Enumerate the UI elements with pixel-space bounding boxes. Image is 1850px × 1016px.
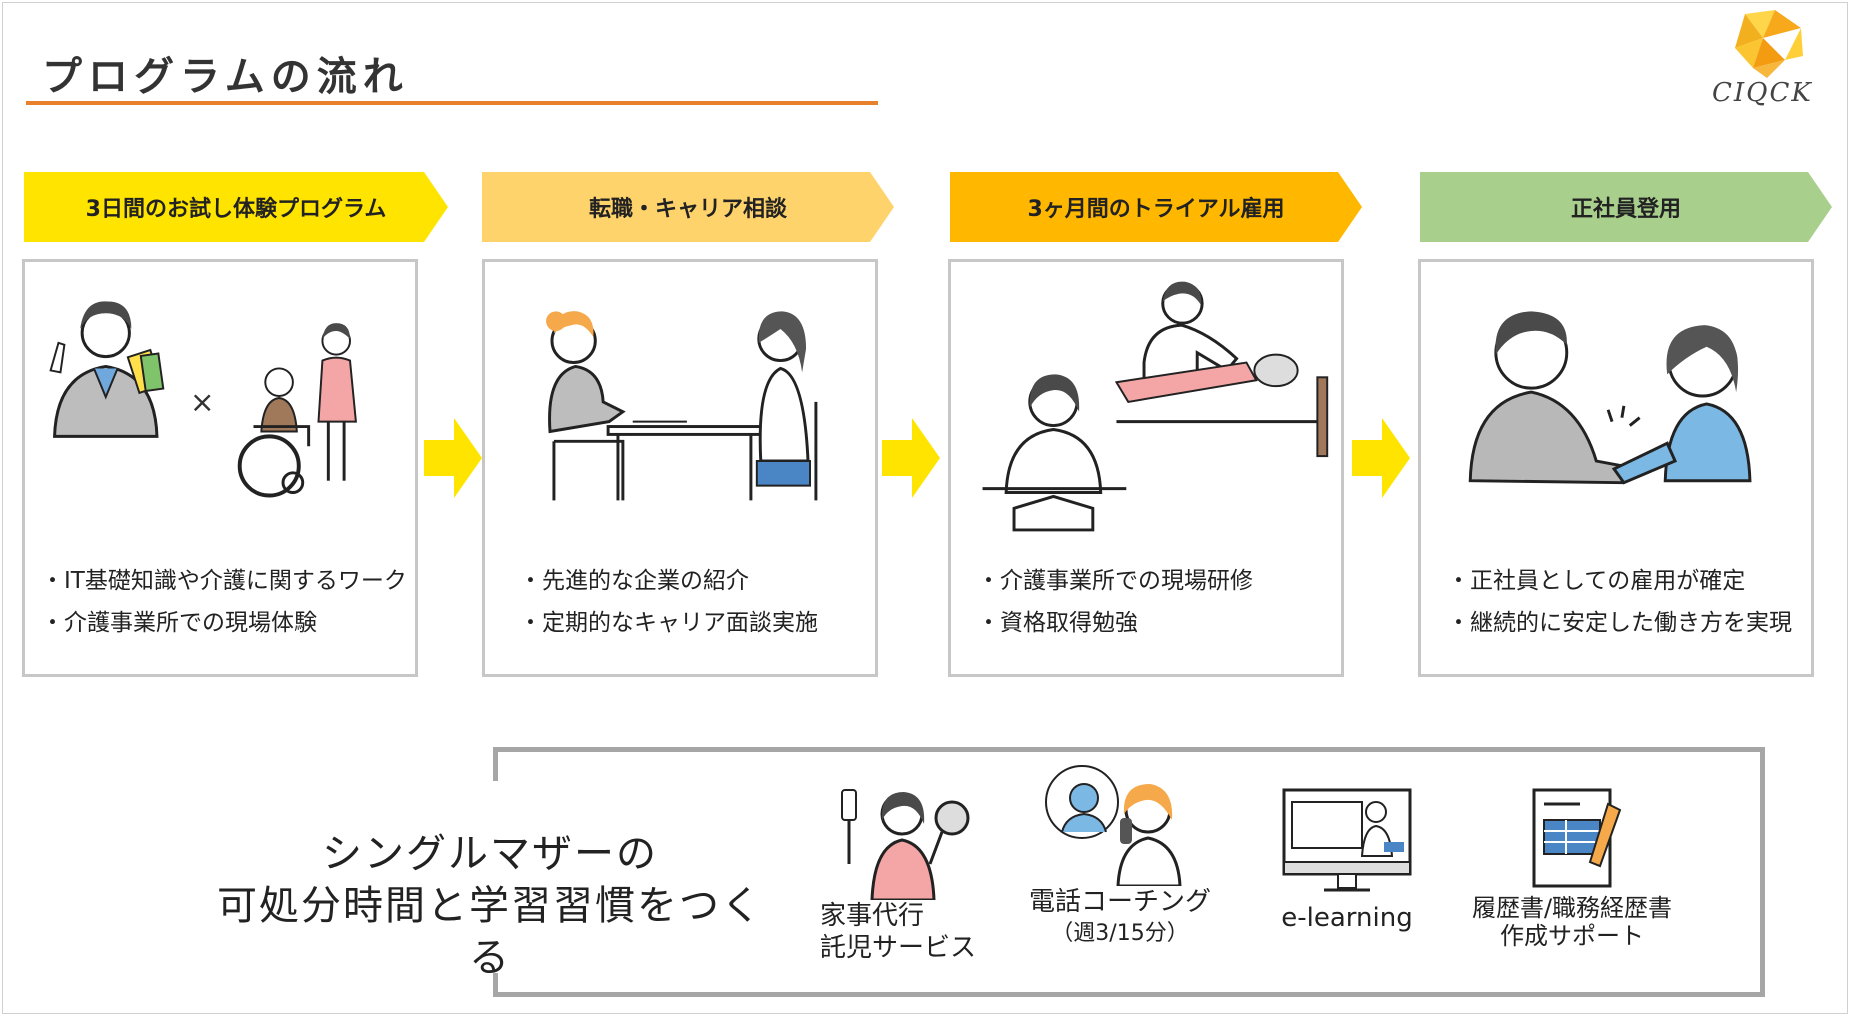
support-item-phone-coaching: 電話コーチング （週3/15分） — [1010, 762, 1230, 950]
teacher-figure-icon — [49, 301, 165, 438]
bullet-item: 資格取得勉強 — [977, 602, 1335, 644]
phone-coaching-icon — [1045, 765, 1182, 886]
support-label: e-learning — [1281, 903, 1413, 933]
support-label: 電話コーチング — [1028, 887, 1211, 917]
support-item-e-learning: e-learning — [1262, 786, 1432, 934]
support-item-resume: 履歴書/職務経歴書 作成サポート — [1462, 786, 1682, 950]
support-label: （週3/15分） — [1051, 921, 1189, 946]
bullet-item: 先進的な企業の紹介 — [519, 560, 869, 602]
times-sign-icon: × — [190, 385, 215, 419]
manager-figure-icon — [1468, 311, 1630, 485]
e-learning-monitor-icon — [1282, 788, 1412, 892]
bullet-item: IT基礎知識や介護に関するワーク — [41, 560, 409, 602]
logo-wordmark: CIQCK — [1712, 78, 1813, 108]
trial-program-illustration: × — [49, 301, 357, 498]
support-label: 履歴書/職務経歴書 — [1471, 894, 1673, 922]
support-item-housework: 家事代行 託児サービス — [810, 780, 990, 964]
support-box-gap — [485, 781, 503, 973]
studying-woman-icon — [982, 374, 1127, 532]
step-banner-trial-program: 3日間のお試し体験プログラム — [24, 172, 448, 242]
step-card-career-consult: 先進的な企業の紹介 定期的なキャリア面談実施 — [482, 259, 878, 677]
flow-arrow-icon — [882, 418, 940, 498]
employee-figure-icon — [1611, 325, 1752, 485]
step-bullets-trial-employment: 介護事業所での現場研修 資格取得勉強 — [977, 560, 1335, 644]
flow-arrow-icon — [1352, 418, 1410, 498]
desk-icon — [606, 420, 763, 501]
bullet-item: 正社員としての雇用が確定 — [1447, 560, 1805, 602]
step-bullets-full-time: 正社員としての雇用が確定 継続的に安定した働き方を実現 — [1447, 560, 1805, 644]
bullet-item: 継続的に安定した働き方を実現 — [1447, 602, 1805, 644]
ciqck-logo-icon — [1735, 10, 1803, 78]
page-title: プログラムの流れ — [42, 54, 409, 100]
flow-arrow-icon — [424, 418, 482, 498]
caregiver-figure-icon — [317, 323, 357, 481]
tagline-line-2: 可処分時間と学習習慣をつくる — [217, 883, 763, 981]
step-bullets-career-consult: 先進的な企業の紹介 定期的なキャリア面談実施 — [519, 560, 869, 644]
wheelchair-elder-icon — [237, 367, 311, 498]
trial-employment-illustration — [982, 281, 1329, 532]
career-consult-illustration — [546, 311, 818, 501]
nurse-care-icon — [1114, 281, 1329, 458]
step-banner-full-time: 正社員登用 — [1420, 172, 1832, 242]
housework-mother-icon — [841, 789, 970, 900]
client-figure-icon — [755, 311, 818, 501]
step-bullets-trial-program: IT基礎知識や介護に関するワーク 介護事業所での現場体験 — [41, 560, 409, 644]
support-tagline: シングルマザーの 可処分時間と学習習慣をつくる — [210, 828, 770, 984]
support-label: 家事代行 — [820, 901, 925, 931]
support-label: 作成サポート — [1500, 922, 1644, 950]
step-card-trial-employment: 介護事業所での現場研修 資格取得勉強 — [948, 259, 1344, 677]
sparkle-icon — [1606, 405, 1641, 427]
step-card-full-time: 正社員としての雇用が確定 継続的に安定した働き方を実現 — [1418, 259, 1814, 677]
step-card-trial-program: × IT基礎知識や介護に関するワーク 介護事業所での現場体験 — [22, 259, 418, 677]
title-underline — [26, 101, 878, 105]
advisor-figure-icon — [546, 311, 626, 501]
bullet-item: 定期的なキャリア面談実施 — [519, 602, 869, 644]
tagline-line-1: シングルマザーの — [322, 831, 658, 877]
step-banner-trial-employment: 3ヶ月間のトライアル雇用 — [950, 172, 1362, 242]
handshake-illustration — [1468, 311, 1752, 485]
support-label: 託児サービス — [820, 933, 977, 963]
step-banner-career-consult: 転職・キャリア相談 — [482, 172, 894, 242]
bullet-item: 介護事業所での現場研修 — [977, 560, 1335, 602]
bullet-item: 介護事業所での現場体験 — [41, 602, 409, 644]
resume-document-icon — [1532, 788, 1622, 888]
